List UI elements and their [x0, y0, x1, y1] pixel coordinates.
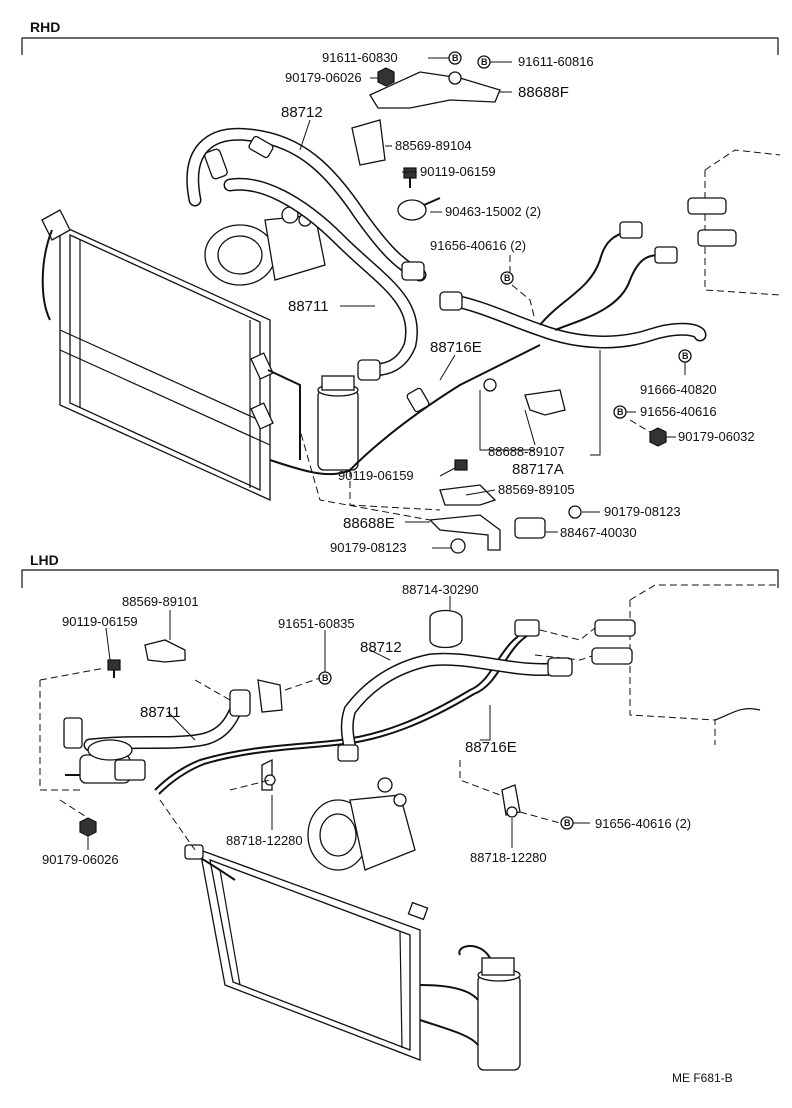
lhd-clamp-88718-12280-a [261, 758, 276, 791]
label-91656-40616-2: 91656-40616 (2) [430, 238, 526, 253]
label-91611-60816: 91611-60816 [518, 54, 594, 69]
label-88712: 88712 [360, 639, 402, 656]
label-88569-89101: 88569-89101 [122, 594, 199, 609]
label-88718-12280-a: 88718-12280 [226, 833, 303, 848]
label-88718-12280-b: 88718-12280 [470, 850, 547, 865]
rhd-pipe-88716E [267, 344, 541, 476]
rhd-hose-88711 [223, 177, 418, 381]
bolt-marker-text: B [481, 57, 488, 67]
label-90119-06159: 90119-06159 [62, 614, 138, 629]
bolt-marker-text: B [322, 673, 329, 683]
rhd-pressure-switch-88467-40030 [514, 505, 582, 539]
lhd-compressor [307, 777, 416, 871]
lhd-condenser [184, 844, 429, 1061]
rhd-part-labels: 91611-60830 91611-60816 90179-06026 8868… [281, 50, 755, 555]
rhd-drawing: B B B B B [41, 50, 781, 555]
rhd-bolt-marker-1: B [448, 51, 462, 65]
lhd-clamp-88718-12280-b [501, 784, 521, 818]
rhd-leader-lines [299, 57, 686, 549]
label-88569-89104: 88569-89104 [395, 138, 472, 153]
rhd-bolt-marker-2: B [477, 55, 491, 69]
label-88716E: 88716E [465, 739, 517, 756]
label-91656-40616: 91656-40616 (2) [595, 816, 691, 831]
label-88711: 88711 [140, 704, 181, 721]
rhd-band-90463-15002 [397, 197, 441, 221]
label-88569-89105: 88569-89105 [498, 482, 575, 497]
label-88716E: 88716E [430, 339, 482, 356]
rhd-section-title: RHD [30, 19, 60, 35]
lhd-evaporator-unit [591, 584, 780, 745]
lhd-cushion-88714-30290 [429, 609, 463, 649]
label-90179-06032: 90179-06032 [678, 429, 755, 444]
label-88467-40030: 88467-40030 [560, 525, 637, 540]
lhd-bracket-88569-89101 [144, 639, 186, 663]
lhd-bolt-marker-1: B [318, 671, 332, 685]
bolt-marker-text: B [504, 273, 511, 283]
rhd-compressor [204, 206, 326, 286]
label-88711: 88711 [288, 298, 329, 315]
label-91611-60830: 91611-60830 [322, 50, 398, 65]
rhd-bracket-88688F [369, 71, 501, 109]
rhd-nut-90179-06032 [649, 427, 667, 447]
lhd-nut-90179-06026 [79, 817, 97, 837]
label-88688F: 88688F [518, 84, 569, 101]
rhd-hose-88712 [186, 127, 427, 282]
lhd-valve-block [65, 739, 146, 784]
label-91651-60835: 91651-60835 [278, 616, 355, 631]
lhd-section-frame: LHD [21, 552, 779, 588]
label-90463-15002: 90463-15002 (2) [445, 204, 541, 219]
label-88688E: 88688E [343, 515, 395, 532]
bolt-marker-text: B [452, 53, 459, 63]
bolt-marker-text: B [564, 818, 571, 828]
rhd-evaporator-unit [687, 149, 781, 296]
label-90179-08123: 90179-08123 [604, 504, 681, 519]
rhd-bracket-88569-89105 [439, 459, 497, 506]
label-90179-06026: 90179-06026 [285, 70, 362, 85]
rhd-pipe-88717A [439, 221, 707, 349]
rhd-section-frame: RHD [21, 19, 779, 55]
rhd-condenser [41, 209, 274, 502]
lhd-bolt-90119-06159 [107, 659, 121, 678]
lhd-section-title: LHD [30, 552, 59, 568]
label-90119-06159: 90119-06159 [420, 164, 496, 179]
rhd-clamp-88569-89104 [351, 119, 386, 166]
lhd-receiver-drier [419, 945, 521, 1071]
label-91656-40616: 91656-40616 [640, 404, 717, 419]
lhd-drawing: B B [39, 582, 780, 1071]
label-88717A: 88717A [512, 461, 564, 478]
diagram-reference-code: ME F681-B [672, 1071, 733, 1085]
label-90119-06159-b: 90119-06159 [338, 468, 414, 483]
rhd-bolt-marker-3: B [500, 271, 514, 285]
label-88714-30290: 88714-30290 [402, 582, 479, 597]
bolt-marker-text: B [617, 407, 624, 417]
rhd-bracket-88688E [428, 514, 501, 554]
label-88688-89107: 88688-89107 [488, 444, 565, 459]
rhd-nut-90179-06026 [377, 67, 395, 87]
lhd-leader-lines [39, 596, 596, 851]
label-88712: 88712 [281, 104, 323, 121]
rhd-bracket-88688-89107 [483, 378, 566, 416]
lhd-bolt-marker-2: B [560, 816, 574, 830]
label-90179-08123-b: 90179-08123 [330, 540, 407, 555]
lhd-part-labels: 88569-89101 90119-06159 91651-60835 8871… [42, 582, 691, 867]
rhd-bolt-marker-4: B [678, 349, 692, 363]
lhd-hose-88712 [337, 652, 573, 762]
label-90179-06026: 90179-06026 [42, 852, 119, 867]
rhd-bolt-marker-5: B [613, 405, 627, 419]
bolt-marker-text: B [682, 351, 689, 361]
label-91666-40820: 91666-40820 [640, 382, 717, 397]
rhd-receiver-drier [317, 375, 359, 471]
rhd-bolt-90119-06159 [403, 167, 417, 188]
